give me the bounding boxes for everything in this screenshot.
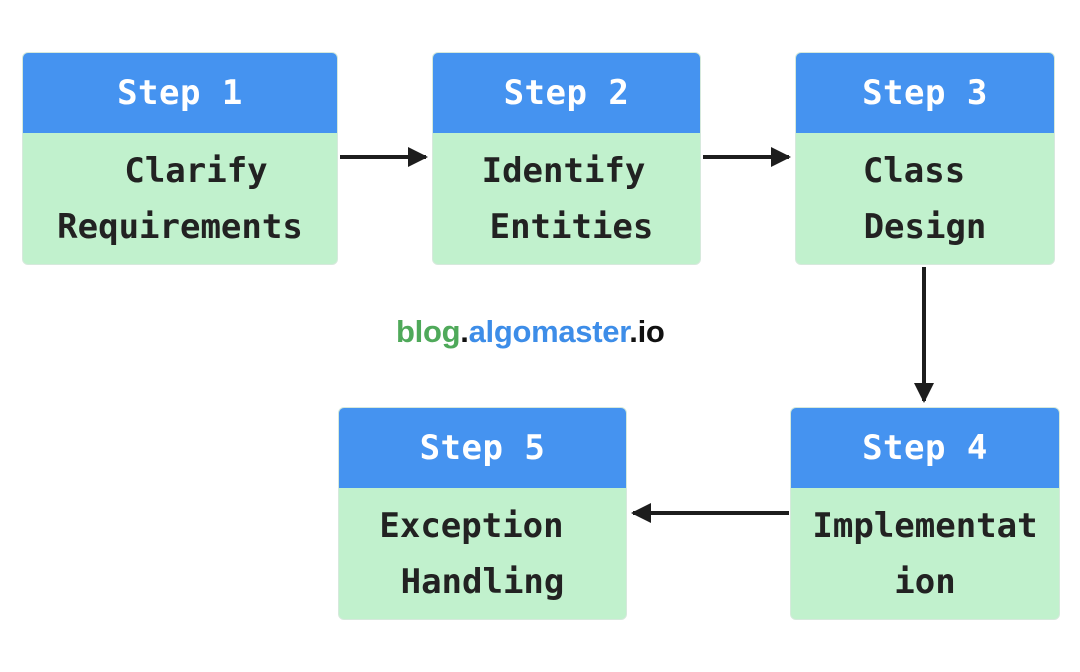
watermark-blog: blog xyxy=(396,314,461,349)
step-5-box: Step 5 Exception Handling xyxy=(338,407,627,620)
step-4-line-2: ion xyxy=(894,561,956,602)
step-1-box: Step 1 Clarify Requirements xyxy=(22,52,338,265)
step-1-body: Clarify Requirements xyxy=(23,133,337,264)
step-2-box: Step 2 Identify Entities xyxy=(432,52,701,265)
step-3-header: Step 3 xyxy=(796,53,1054,133)
step-4-header: Step 4 xyxy=(791,408,1059,488)
step-2-body: Identify Entities xyxy=(433,133,700,264)
step-1-line-1: Clarify xyxy=(124,150,268,191)
step-4-line-1: Implementat xyxy=(812,505,1038,546)
watermark-dot-2: . xyxy=(629,314,638,349)
step-4-body: Implementat ion xyxy=(791,488,1059,619)
step-3-line-2: Design xyxy=(863,206,987,247)
step-1-line-2: Requirements xyxy=(57,206,303,247)
step-5-body: Exception Handling xyxy=(339,488,626,619)
step-3-line-1: Class xyxy=(862,150,966,191)
step-1-header: Step 1 xyxy=(23,53,337,133)
step-2-line-1: Identify xyxy=(481,150,646,191)
step-2-header: Step 2 xyxy=(433,53,700,133)
step-2-line-2: Entities xyxy=(489,206,654,247)
watermark-io: io xyxy=(637,314,665,349)
step-5-line-2: Handling xyxy=(400,561,565,602)
step-5-line-1: Exception xyxy=(379,505,564,546)
watermark-algomaster: algomaster xyxy=(468,314,630,349)
step-4-box: Step 4 Implementat ion xyxy=(790,407,1060,620)
watermark-dot-1: . xyxy=(460,314,469,349)
step-3-box: Step 3 Class Design xyxy=(795,52,1055,265)
step-3-body: Class Design xyxy=(796,133,1054,264)
step-5-header: Step 5 xyxy=(339,408,626,488)
watermark: blog.algomaster.io xyxy=(396,314,665,350)
